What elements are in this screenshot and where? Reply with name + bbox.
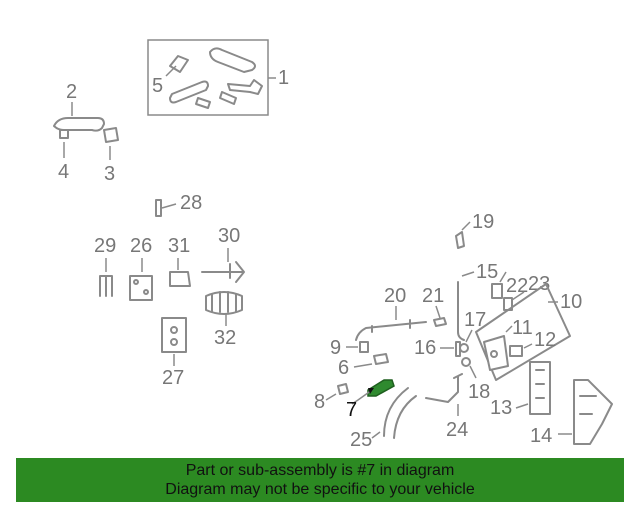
callout-18[interactable]: 18 [468, 381, 490, 403]
part-23-clip [503, 297, 513, 311]
part-3-bezel [103, 127, 119, 143]
part-32-boot [205, 291, 243, 315]
part-30-check-rod [201, 261, 245, 283]
part-14-cover [573, 379, 613, 445]
part-8-clip [337, 383, 349, 395]
part-6-clip [373, 353, 389, 365]
callout-5[interactable]: 5 [152, 75, 163, 97]
part-12-clip [509, 345, 523, 357]
parts-diagram: 1 5 2 3 4 28 29 26 31 30 32 [53, 39, 613, 451]
part-31-bumper [169, 271, 191, 287]
part-9-bushing [359, 341, 369, 353]
callout-19[interactable]: 19 [472, 211, 494, 233]
part-19-clip [455, 231, 465, 249]
callout-21[interactable]: 21 [422, 285, 444, 307]
part-1-handle-assembly [169, 47, 263, 109]
part-16-clip [455, 341, 461, 357]
part-26-striker [129, 275, 153, 301]
callout-7-arrow [368, 388, 374, 394]
part-17-bushing [459, 343, 469, 353]
callout-10[interactable]: 10 [560, 291, 582, 313]
part-15-rod [457, 281, 465, 341]
callout-8[interactable]: 8 [314, 391, 325, 413]
callout-6[interactable]: 6 [338, 357, 349, 379]
callout-22[interactable]: 22 [506, 275, 528, 297]
callout-13[interactable]: 13 [490, 397, 512, 419]
callout-16[interactable]: 16 [414, 337, 436, 359]
part-27-hinge [161, 317, 187, 353]
callout-30[interactable]: 30 [218, 225, 240, 247]
part-28-pin [155, 199, 162, 217]
part-2-door-handle [53, 117, 105, 132]
part-7-highlighted[interactable] [367, 379, 395, 397]
callout-2[interactable]: 2 [66, 81, 77, 103]
callout-32[interactable]: 32 [214, 327, 236, 349]
callout-12[interactable]: 12 [534, 329, 556, 351]
part-13-bracket [529, 361, 551, 415]
callout-23[interactable]: 23 [528, 273, 550, 295]
callout-17[interactable]: 17 [464, 309, 486, 331]
callout-3[interactable]: 3 [104, 163, 115, 185]
callout-11[interactable]: 11 [512, 317, 533, 339]
callout-27[interactable]: 27 [162, 367, 184, 389]
banner-line-1: Part or sub-assembly is #7 in diagram [185, 462, 455, 479]
banner-line-2: Diagram may not be specific to your vehi… [165, 481, 475, 498]
info-banner: Part or sub-assembly is #7 in diagram Di… [16, 458, 624, 502]
callout-29[interactable]: 29 [94, 235, 116, 257]
part-18-bushing [461, 357, 471, 367]
callout-7[interactable]: 7 [346, 399, 357, 421]
callout-14[interactable]: 14 [530, 425, 552, 447]
callout-26[interactable]: 26 [130, 235, 152, 257]
part-20-cable [355, 319, 427, 341]
part-29-spring [99, 275, 113, 297]
callout-15[interactable]: 15 [476, 261, 498, 283]
callout-20[interactable]: 20 [384, 285, 406, 307]
part-21-clip [433, 317, 447, 327]
callout-28[interactable]: 28 [180, 192, 202, 214]
callout-4[interactable]: 4 [58, 161, 69, 183]
part-22-clip [491, 283, 503, 299]
part-25-seal [383, 387, 417, 439]
callout-7-leader [351, 389, 373, 405]
callout-25[interactable]: 25 [350, 429, 372, 451]
part-4-pad [59, 129, 69, 139]
part-24-rod [425, 373, 463, 403]
callout-1[interactable]: 1 [278, 67, 289, 89]
callout-9[interactable]: 9 [330, 337, 341, 359]
callout-31[interactable]: 31 [168, 235, 190, 257]
callout-24[interactable]: 24 [446, 419, 468, 441]
